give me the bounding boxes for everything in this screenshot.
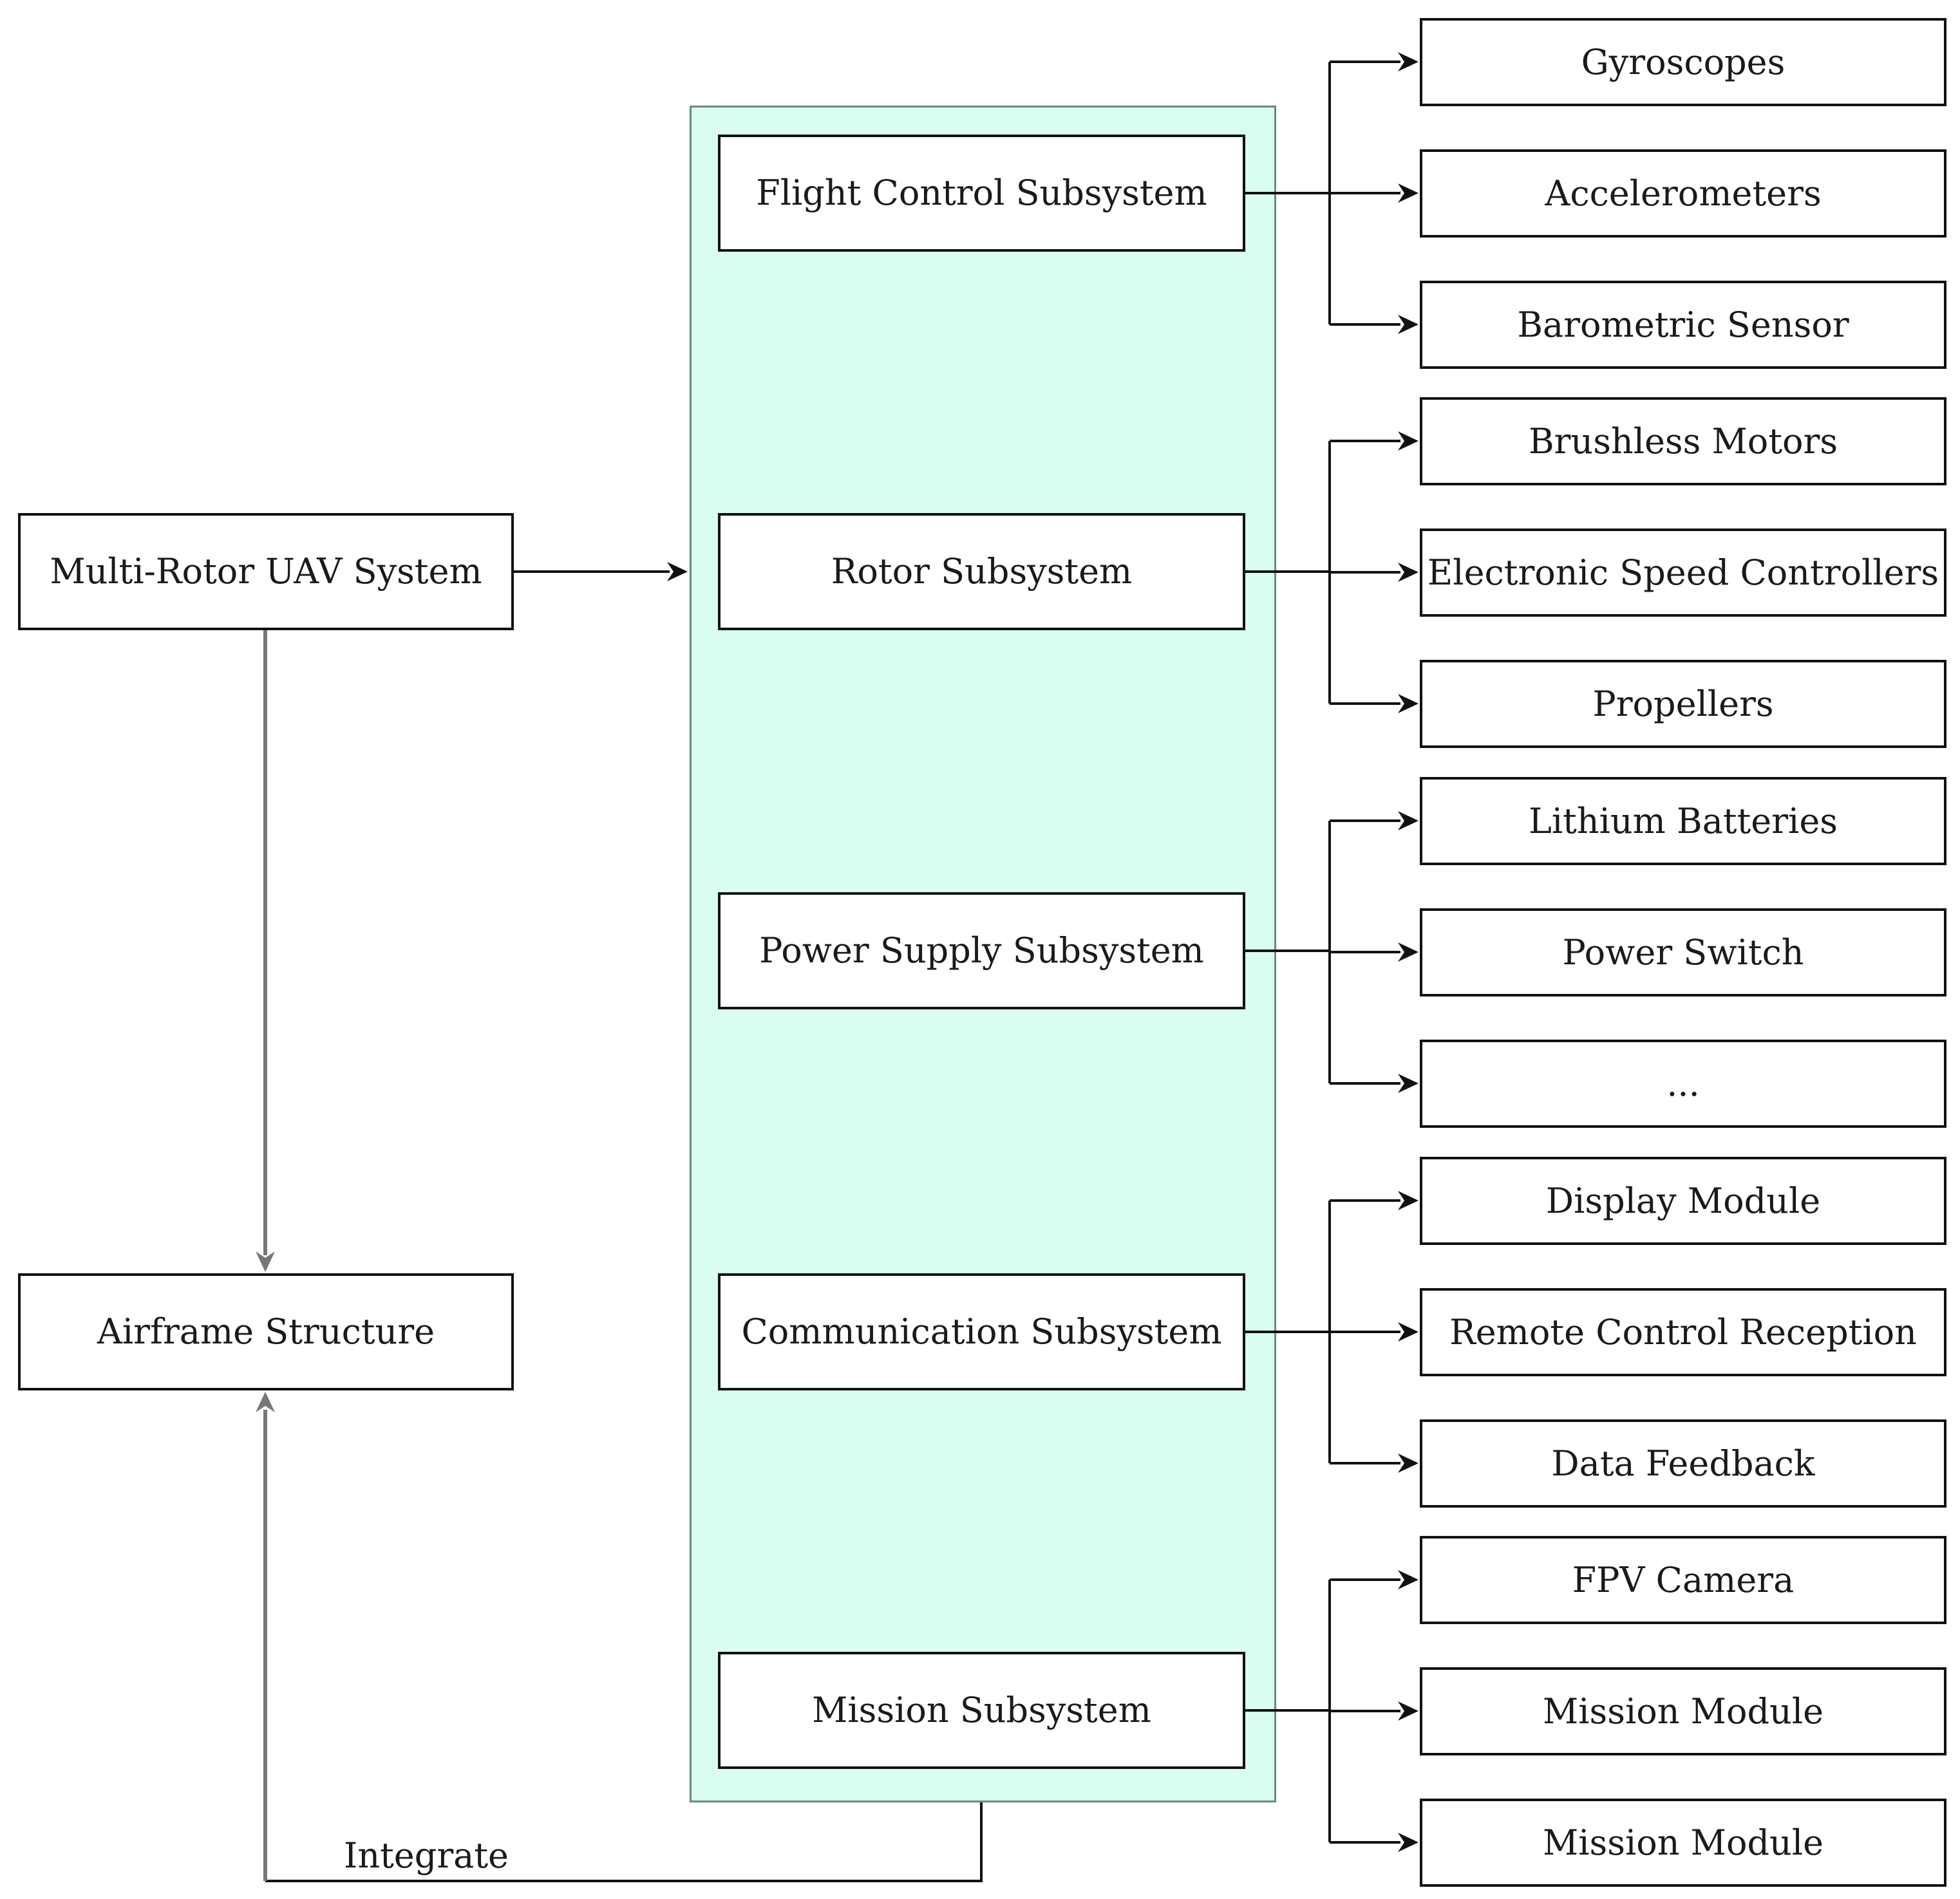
subsystem-label: Communication Subsystem bbox=[741, 1311, 1222, 1352]
component-label: Display Module bbox=[1545, 1180, 1821, 1221]
subsystem-mission: Mission Subsystem bbox=[718, 1652, 1245, 1769]
component-label: Remote Control Reception bbox=[1449, 1311, 1917, 1352]
component-box: Electronic Speed Controllers bbox=[1420, 529, 1946, 617]
subsystem-label: Rotor Subsystem bbox=[831, 551, 1133, 592]
component-label: Mission Module bbox=[1542, 1822, 1824, 1863]
subsystem-flight-control: Flight Control Subsystem bbox=[718, 135, 1245, 252]
subsystem-label: Mission Subsystem bbox=[812, 1690, 1151, 1730]
root-to-subsystems-arrowhead bbox=[667, 562, 688, 581]
component-box: ... bbox=[1420, 1040, 1946, 1128]
component-label: Brushless Motors bbox=[1528, 420, 1838, 462]
fan-arrowhead bbox=[1398, 183, 1418, 203]
fan-arrowhead bbox=[1398, 1570, 1418, 1589]
component-box: Data Feedback bbox=[1420, 1419, 1946, 1508]
fan-arrowhead bbox=[1398, 1322, 1418, 1342]
component-box: Remote Control Reception bbox=[1420, 1288, 1946, 1376]
component-label: Mission Module bbox=[1542, 1690, 1824, 1732]
root-node-label: Multi-Rotor UAV System bbox=[50, 551, 482, 592]
component-box: Mission Module bbox=[1420, 1799, 1946, 1887]
subsystem-label: Power Supply Subsystem bbox=[759, 930, 1204, 971]
subsystem-label: Flight Control Subsystem bbox=[756, 173, 1207, 213]
fan-arrowhead bbox=[1398, 315, 1418, 334]
fan-arrowhead bbox=[1398, 1833, 1418, 1852]
component-box: Accelerometers bbox=[1420, 149, 1946, 238]
component-label: Power Switch bbox=[1562, 931, 1804, 973]
subsystem-power-supply: Power Supply Subsystem bbox=[718, 892, 1245, 1009]
fan-arrowhead bbox=[1398, 563, 1418, 582]
airframe-node-label: Airframe Structure bbox=[97, 1311, 435, 1352]
fan-arrowhead bbox=[1398, 431, 1418, 451]
component-label: Barometric Sensor bbox=[1517, 304, 1849, 345]
component-label: Propellers bbox=[1592, 683, 1774, 724]
component-box: Display Module bbox=[1420, 1157, 1946, 1245]
fan-arrowhead bbox=[1398, 1191, 1418, 1210]
component-box: Lithium Batteries bbox=[1420, 777, 1946, 865]
integrate-arrowhead bbox=[256, 1392, 275, 1412]
component-box: Mission Module bbox=[1420, 1667, 1946, 1755]
fan-arrowhead bbox=[1398, 52, 1418, 71]
component-label: ... bbox=[1666, 1063, 1700, 1104]
component-label: Accelerometers bbox=[1545, 173, 1822, 214]
fan-arrowhead bbox=[1398, 1454, 1418, 1473]
component-box: Propellers bbox=[1420, 660, 1946, 748]
component-label: Lithium Batteries bbox=[1528, 800, 1838, 841]
component-label: Data Feedback bbox=[1551, 1443, 1815, 1484]
airframe-node: Airframe Structure bbox=[18, 1273, 514, 1390]
fan-arrowhead bbox=[1398, 694, 1418, 713]
fan-arrowhead bbox=[1398, 942, 1418, 962]
component-box: FPV Camera bbox=[1420, 1536, 1946, 1624]
component-label: FPV Camera bbox=[1572, 1559, 1795, 1600]
component-box: Power Switch bbox=[1420, 908, 1946, 996]
component-label: Electronic Speed Controllers bbox=[1427, 552, 1939, 593]
subsystem-rotor: Rotor Subsystem bbox=[718, 513, 1245, 630]
component-box: Barometric Sensor bbox=[1420, 281, 1946, 369]
component-box: Brushless Motors bbox=[1420, 397, 1946, 485]
fan-arrowhead bbox=[1398, 1701, 1418, 1721]
component-box: Gyroscopes bbox=[1420, 18, 1946, 106]
root-to-airframe-arrowhead bbox=[256, 1251, 275, 1272]
root-node: Multi-Rotor UAV System bbox=[18, 513, 514, 630]
subsystem-communication: Communication Subsystem bbox=[718, 1273, 1245, 1390]
fan-arrowhead bbox=[1398, 811, 1418, 830]
integrate-edge-label: Integrate bbox=[344, 1835, 509, 1876]
fan-arrowhead bbox=[1398, 1074, 1418, 1093]
component-label: Gyroscopes bbox=[1581, 41, 1786, 82]
